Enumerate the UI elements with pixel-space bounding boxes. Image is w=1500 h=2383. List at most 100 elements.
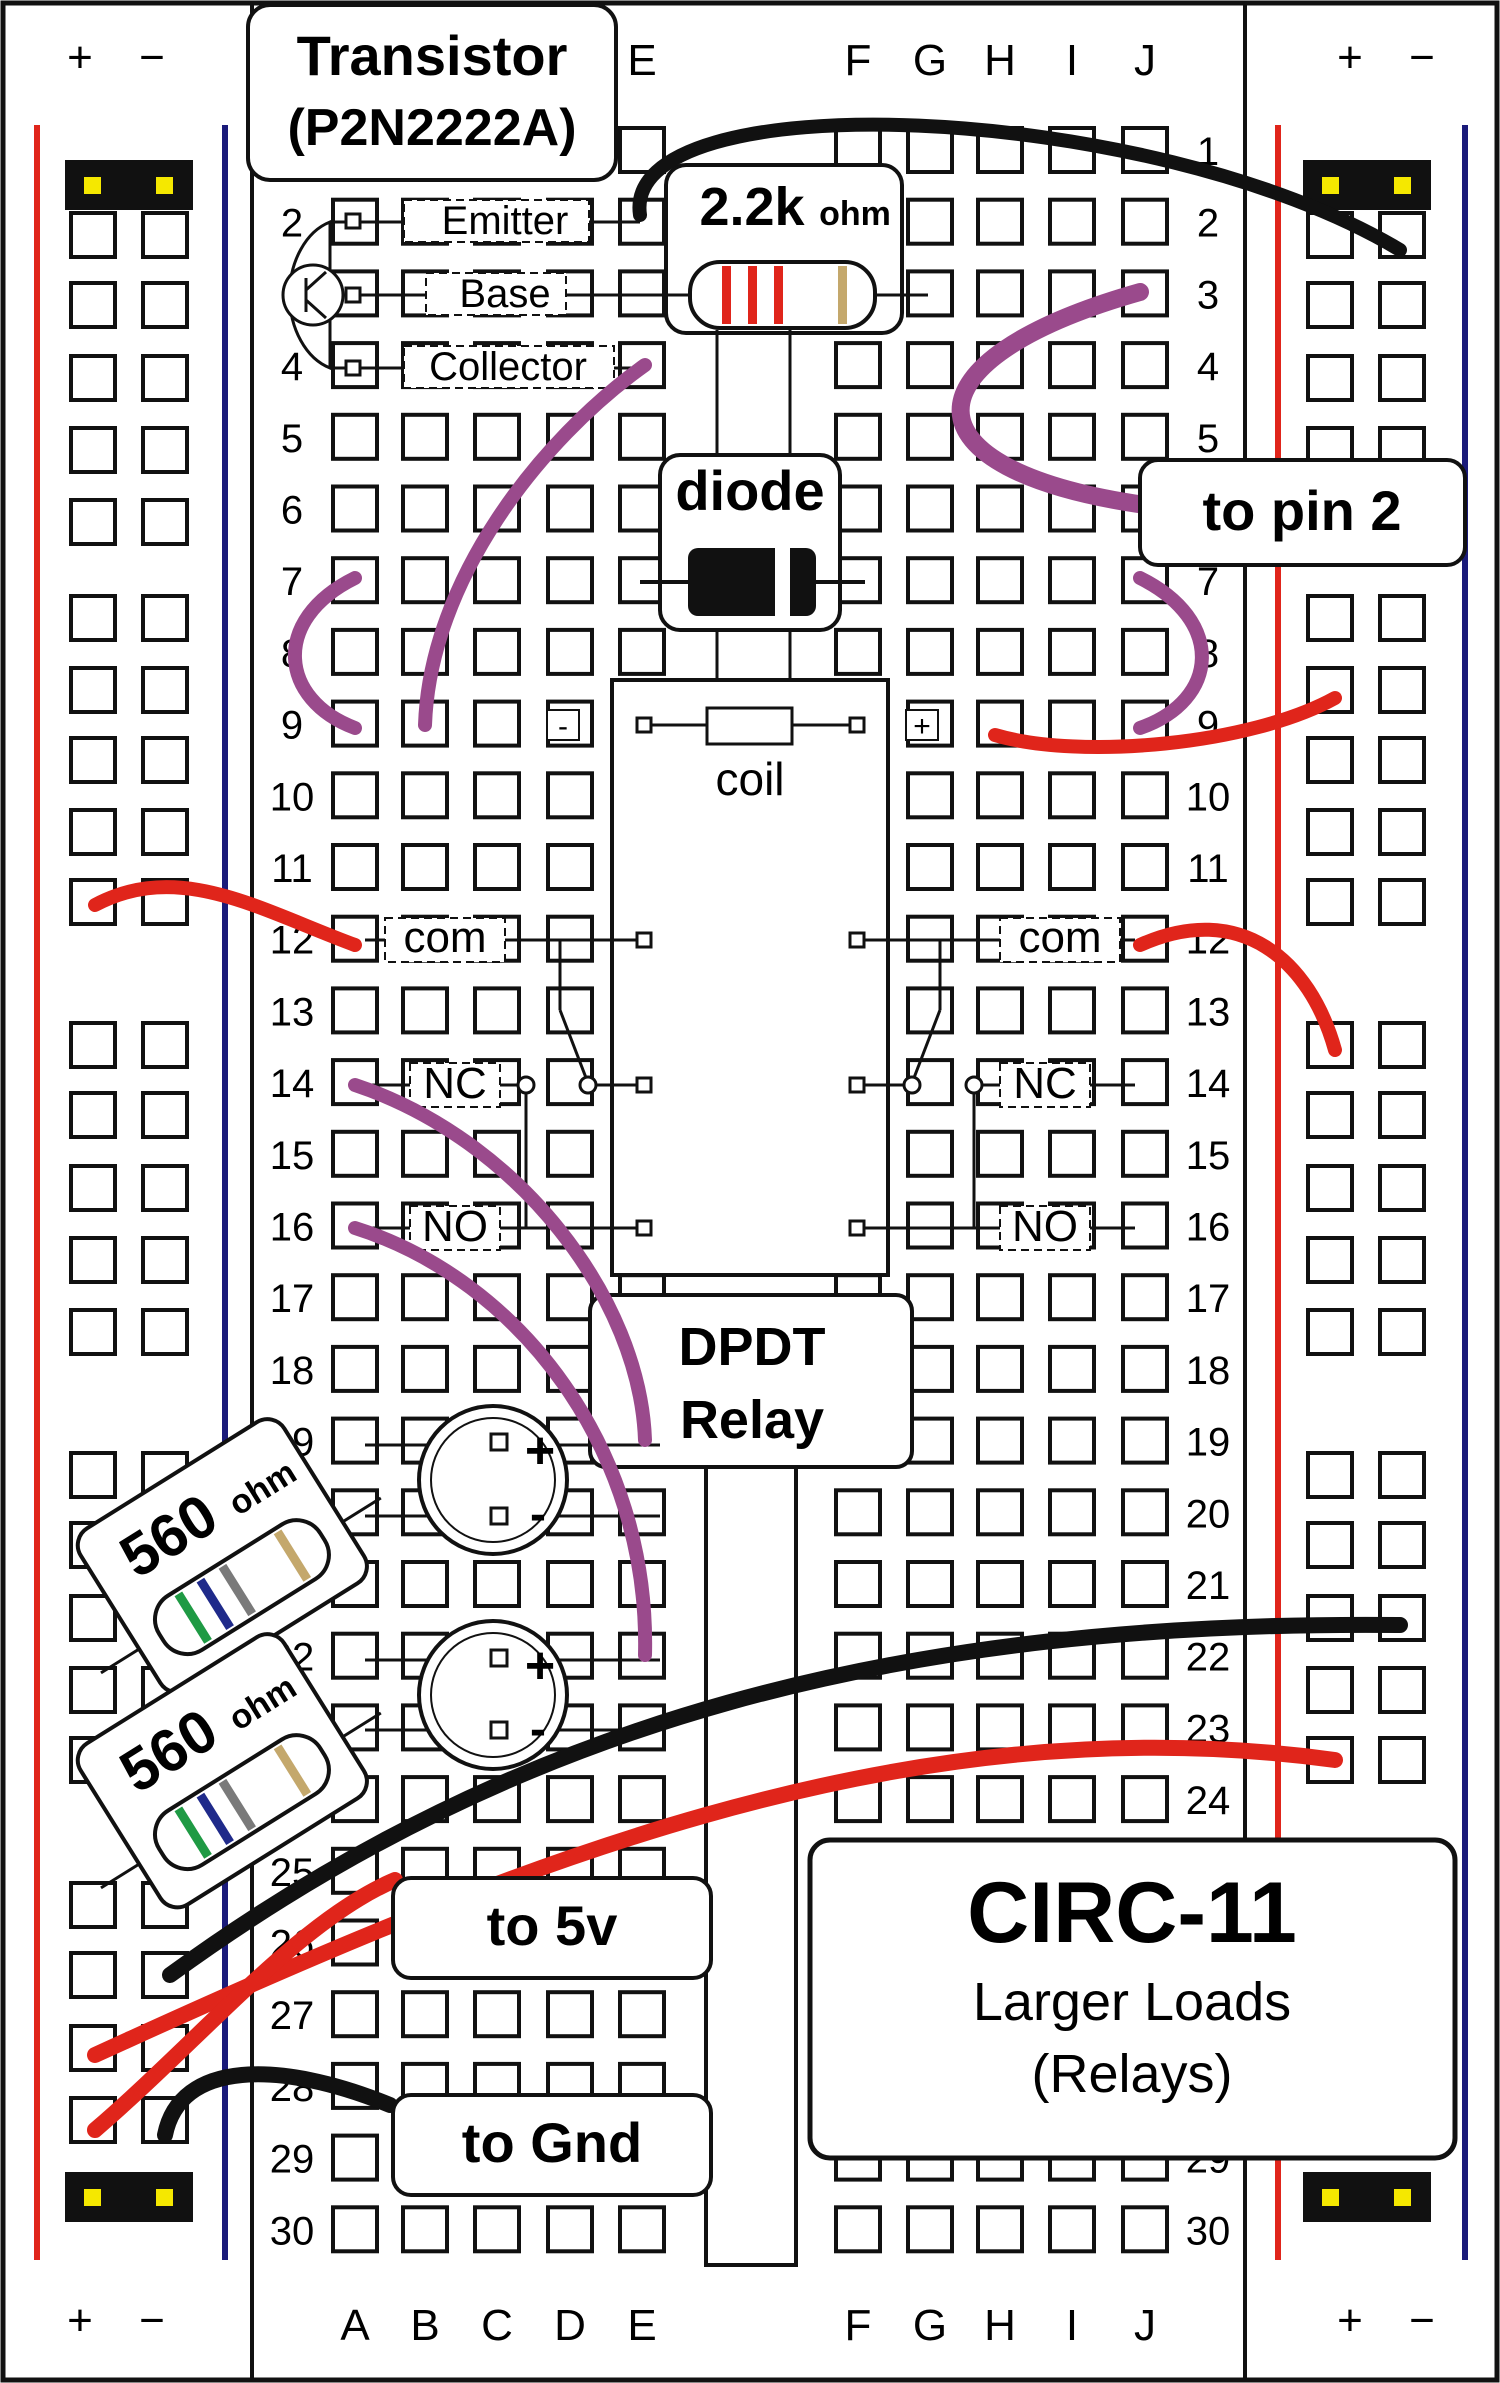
- hole-A8: [331, 627, 379, 676]
- rail-hole: [69, 1451, 117, 1499]
- hole-G17: [906, 1273, 954, 1322]
- circuit-name-line1: Larger Loads: [973, 1972, 1291, 2032]
- no-right-box: [999, 1205, 1091, 1251]
- hole-A22: [331, 1631, 379, 1680]
- hole-A6: [331, 484, 379, 533]
- row-label-left-6: 6: [281, 489, 303, 533]
- rail-hole: [141, 211, 189, 259]
- hole-F20: [834, 1488, 882, 1537]
- hole-G20: [906, 1488, 954, 1537]
- rail-hole: [69, 211, 117, 259]
- hole-G16: [906, 1201, 954, 1250]
- rail-hole: [1378, 354, 1426, 402]
- col-label-top-F: F: [845, 36, 872, 85]
- circuit-code: CIRC-11: [967, 1865, 1297, 1961]
- rail-hole: [1306, 1308, 1354, 1356]
- wire-purple-left-loop: [288, 571, 362, 735]
- row-label-left-14: 14: [270, 1062, 315, 1106]
- hole-I21: [1048, 1560, 1096, 1608]
- hole-H21: [976, 1560, 1024, 1608]
- coil-minus-label: -: [558, 710, 568, 743]
- no-left-label: NO: [422, 1202, 488, 1251]
- rail-minus-bottom-right: −: [1409, 2296, 1435, 2345]
- hole-D30: [546, 2205, 594, 2254]
- col-label-bottom-B: B: [410, 2301, 439, 2350]
- wire-red-coil-plus: [988, 691, 1342, 754]
- wire-red-com-right: [1133, 922, 1342, 1057]
- col-label-bottom-D: D: [554, 2301, 586, 2350]
- hole-G23: [906, 1703, 954, 1752]
- rail-hole: [141, 736, 189, 784]
- row-label-right-14: 14: [1186, 1062, 1231, 1106]
- nc-right-label: NC: [1013, 1059, 1077, 1108]
- hole-I30: [1048, 2205, 1096, 2254]
- rail-hole: [1306, 594, 1354, 642]
- row-label-right-11: 11: [1187, 847, 1229, 891]
- rail-hole: [1378, 666, 1426, 714]
- wire-red-com-left: [88, 880, 362, 952]
- rail-hole: [1378, 1021, 1426, 1069]
- resistor-2k2-unit: ohm: [819, 195, 891, 233]
- hole-B13: [401, 986, 449, 1035]
- hole-A30: [331, 2205, 379, 2254]
- rail-hole: [69, 1021, 117, 1069]
- hole-I7: [1048, 556, 1096, 605]
- row-label-right-24: 24: [1186, 1779, 1231, 1823]
- circuit-name-line2: (Relays): [1031, 2044, 1232, 2104]
- row-label-right-18: 18: [1186, 1349, 1231, 1393]
- hole-B30: [401, 2205, 449, 2254]
- hole-A17: [331, 1273, 379, 1322]
- col-label-top-J: J: [1134, 36, 1156, 85]
- rail-hole: [69, 1308, 117, 1356]
- pin-emitter-label: Emitter: [442, 199, 569, 243]
- hole-J19: [1121, 1416, 1169, 1465]
- rail-hole: [69, 1091, 117, 1139]
- hole-D24: [546, 1775, 594, 1824]
- rail-hole: [69, 1881, 117, 1929]
- rail-hole: [1378, 1091, 1426, 1139]
- rail-hole: [1378, 736, 1426, 784]
- hole-A15: [331, 1129, 379, 1178]
- col-label-bottom-I: I: [1066, 2301, 1078, 2350]
- hole-A13: [331, 986, 379, 1035]
- hole-J20: [1121, 1488, 1169, 1537]
- rail-hole: [141, 1091, 189, 1139]
- hole-I5: [1048, 412, 1096, 461]
- hole-A18: [331, 1344, 379, 1393]
- relay-title-line2: Relay: [680, 1390, 824, 1450]
- hole-H20: [976, 1488, 1024, 1537]
- wire-purple-to-pin2: [951, 283, 1154, 514]
- rail-hole: [1378, 1521, 1426, 1569]
- hole-G4: [906, 341, 954, 390]
- hole-D21: [546, 1560, 594, 1608]
- led-2-plus: +: [525, 1637, 555, 1695]
- hole-J15: [1121, 1129, 1169, 1178]
- hole-D27: [546, 1990, 594, 2039]
- hole-C21: [473, 1560, 521, 1608]
- hole-D7: [546, 556, 594, 605]
- rail-hole: [141, 281, 189, 329]
- row-label-left-4: 4: [281, 345, 303, 389]
- rail-hole: [1306, 878, 1354, 926]
- transistor-title: Transistor: [297, 24, 568, 87]
- row-label-left-30: 30: [270, 2209, 315, 2253]
- hole-B6: [401, 484, 449, 533]
- hole-G6: [906, 484, 954, 533]
- wire-purple-collector: [418, 358, 652, 732]
- row-label-right-17: 17: [1186, 1277, 1231, 1321]
- hole-B21: [401, 1560, 449, 1608]
- hole-G5: [906, 412, 954, 461]
- rail-hole: [69, 1594, 117, 1642]
- row-label-left-9: 9: [281, 704, 303, 748]
- hole-J16: [1121, 1201, 1169, 1250]
- rail-hole: [1306, 1236, 1354, 1284]
- row-label-left-18: 18: [270, 1349, 315, 1393]
- hole-H6: [976, 484, 1024, 533]
- com-right-label: com: [1018, 913, 1101, 962]
- hole-J11: [1121, 843, 1169, 891]
- hole-E30: [618, 2205, 666, 2254]
- row-label-right-15: 15: [1186, 1134, 1231, 1178]
- rail-hole: [1306, 1521, 1354, 1569]
- resistor-2k2-value: 2.2k: [699, 177, 805, 237]
